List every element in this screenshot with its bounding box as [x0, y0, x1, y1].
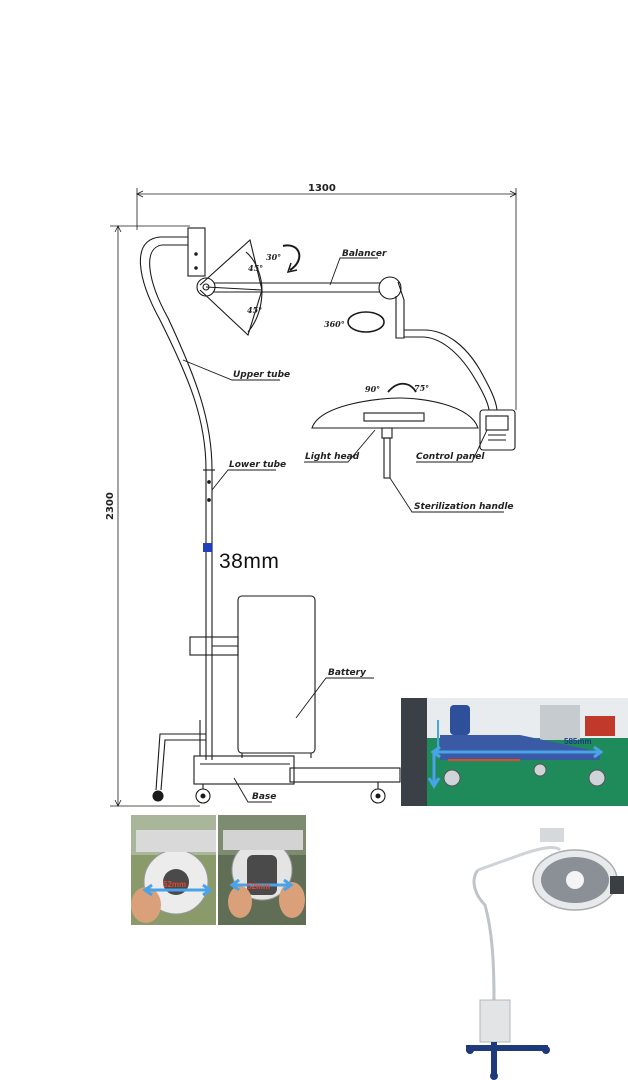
- product-photo: [460, 825, 628, 1080]
- wheel-left-measure-label: 52mm: [163, 880, 186, 889]
- pole: [139, 227, 215, 760]
- light-head: [311, 397, 479, 479]
- wheel-right-measure-label: 52mm: [247, 882, 270, 891]
- lower-tube-label: Lower tube: [229, 460, 286, 470]
- control-panel: [479, 409, 516, 451]
- base-label: Base: [252, 792, 276, 802]
- tube-diameter-marker: [203, 543, 212, 552]
- angle-30-label: 30°: [266, 252, 281, 262]
- base: [152, 720, 401, 804]
- rotation-arrowhead-icon: [286, 262, 298, 274]
- photo-base-measure: [401, 698, 628, 806]
- tilt-arc-icon: [387, 382, 417, 393]
- tube-diameter-label: 38mm: [219, 550, 279, 573]
- photo-wheel-left: [131, 815, 216, 925]
- battery-label: Battery: [328, 668, 367, 678]
- height-dimension: [110, 225, 200, 807]
- control-panel-label: Control panel: [416, 452, 485, 462]
- light-head-label: Light head: [305, 452, 360, 462]
- battery: [189, 595, 316, 758]
- angle-75-label: 75°: [414, 383, 429, 393]
- arm: [196, 238, 498, 411]
- angle-45-top-label: 45°: [248, 263, 263, 273]
- width-dimension-label: 1300: [308, 183, 336, 194]
- rotation-arrow-icon: [282, 244, 301, 271]
- photo-wheel-right: [218, 815, 306, 925]
- rotation-360-icon: [347, 311, 385, 333]
- angle-360-label: 360°: [324, 319, 345, 329]
- angle-90-label: 90°: [365, 384, 380, 394]
- balancer-label: Balancer: [342, 249, 387, 259]
- leader-lines: [182, 257, 504, 803]
- sterilization-handle-label: Sterilization handle: [414, 502, 514, 512]
- angle-45-bottom-label: 45°: [247, 305, 262, 315]
- base-measure-label: 585mm: [564, 737, 592, 746]
- width-dimension: [136, 188, 517, 410]
- upper-tube-label: Upper tube: [233, 370, 290, 380]
- height-dimension-label: 2300: [105, 492, 116, 520]
